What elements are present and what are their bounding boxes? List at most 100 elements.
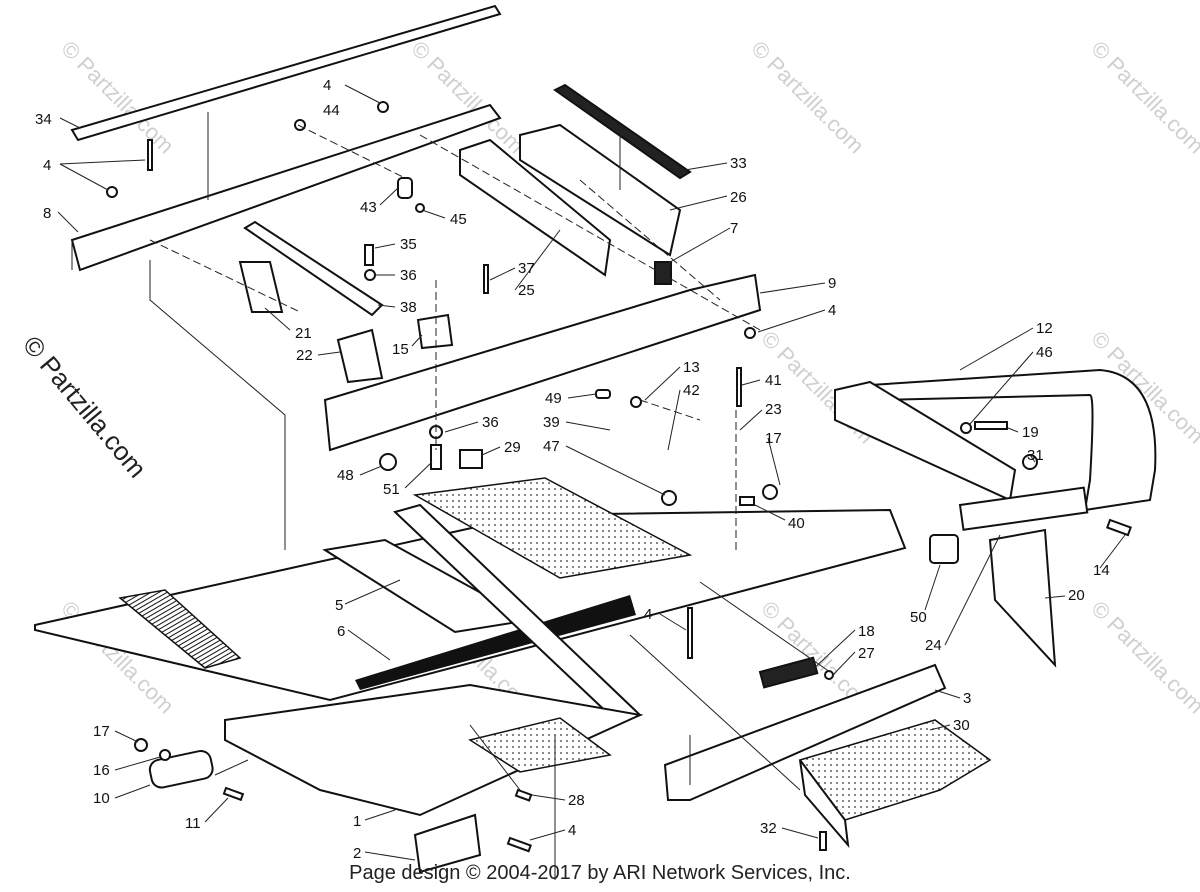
part-33-strip[interactable] <box>553 83 692 180</box>
callout-6[interactable]: 6 <box>337 623 345 640</box>
part-grip-pad-front[interactable] <box>118 589 242 669</box>
callout-32[interactable]: 32 <box>760 820 777 837</box>
callout-49[interactable]: 49 <box>545 390 562 407</box>
callout-8[interactable]: 8 <box>43 205 51 222</box>
part-20-flap[interactable] <box>988 528 1057 668</box>
callout-27[interactable]: 27 <box>858 645 875 662</box>
callout-22[interactable]: 22 <box>296 347 313 364</box>
part-41-rivet[interactable] <box>736 367 742 407</box>
callout-48[interactable]: 48 <box>337 467 354 484</box>
part-34-strip[interactable] <box>70 4 502 142</box>
callout-1[interactable]: 1 <box>353 813 361 830</box>
part-26-rail[interactable] <box>519 123 682 257</box>
part-8-rail[interactable] <box>70 103 502 272</box>
callout-26[interactable]: 26 <box>730 189 747 206</box>
part-46-washer[interactable] <box>960 422 972 434</box>
part-27-screw[interactable] <box>824 670 834 680</box>
part-37-rivet[interactable] <box>483 264 489 294</box>
callout-3[interactable]: 3 <box>963 690 971 707</box>
part-grip-pad-rear[interactable] <box>412 477 693 579</box>
callout-19[interactable]: 19 <box>1022 424 1039 441</box>
part-22-bracket[interactable] <box>336 328 384 384</box>
part-35-bolt[interactable] <box>364 244 374 266</box>
callout-35[interactable]: 35 <box>400 236 417 253</box>
part-4-washer[interactable] <box>106 186 118 198</box>
callout-12[interactable]: 12 <box>1036 320 1053 337</box>
callout-23[interactable]: 23 <box>765 401 782 418</box>
callout-4[interactable]: 4 <box>323 77 331 94</box>
part-29-label[interactable] <box>459 449 483 469</box>
part-51-bolt[interactable] <box>430 444 442 470</box>
part-11-screw[interactable] <box>222 786 245 802</box>
callout-45[interactable]: 45 <box>450 211 467 228</box>
callout-18[interactable]: 18 <box>858 623 875 640</box>
callout-43[interactable]: 43 <box>360 199 377 216</box>
callout-14[interactable]: 14 <box>1093 562 1110 579</box>
part-3-step[interactable] <box>663 663 947 801</box>
part-4-rivet[interactable] <box>687 607 693 659</box>
callout-9[interactable]: 9 <box>828 275 836 292</box>
callout-4[interactable]: 4 <box>828 302 836 319</box>
callout-11[interactable]: 11 <box>185 815 201 832</box>
part-21-bracket[interactable] <box>238 261 284 313</box>
callout-40[interactable]: 40 <box>788 515 805 532</box>
part-32-screw[interactable] <box>819 831 827 851</box>
callout-46[interactable]: 46 <box>1036 344 1053 361</box>
callout-4[interactable]: 4 <box>568 822 576 839</box>
callout-2[interactable]: 2 <box>353 845 361 862</box>
callout-16[interactable]: 16 <box>93 762 110 779</box>
part-14-screw[interactable] <box>1105 518 1132 537</box>
part-19-bolt[interactable] <box>974 421 1008 430</box>
part-4-washer[interactable] <box>744 327 756 339</box>
part-1-floor[interactable] <box>224 683 644 817</box>
part-10-block[interactable] <box>148 749 214 789</box>
callout-41[interactable]: 41 <box>765 372 782 389</box>
callout-15[interactable]: 15 <box>392 341 409 358</box>
part-36-washer[interactable] <box>364 269 376 281</box>
part-4-washer[interactable] <box>377 101 389 113</box>
callout-17[interactable]: 17 <box>765 430 782 447</box>
part-15-bracket[interactable] <box>416 313 454 350</box>
callout-34[interactable]: 34 <box>35 111 52 128</box>
callout-25[interactable]: 25 <box>518 282 535 299</box>
callout-17[interactable]: 17 <box>93 723 110 740</box>
part-25-rail[interactable] <box>459 138 612 277</box>
part-12-bumper[interactable] <box>868 368 1157 512</box>
part-bumper-tube[interactable] <box>958 486 1089 531</box>
part-2-plate[interactable] <box>413 813 482 874</box>
callout-5[interactable]: 5 <box>335 597 343 614</box>
callout-7[interactable]: 7 <box>730 220 738 237</box>
callout-24[interactable]: 24 <box>925 637 942 654</box>
part-17-nut[interactable] <box>762 484 778 500</box>
callout-28[interactable]: 28 <box>568 792 585 809</box>
part-40-clip[interactable] <box>739 496 755 506</box>
callout-44[interactable]: 44 <box>323 102 340 119</box>
callout-29[interactable]: 29 <box>504 439 521 456</box>
part-47-grommet[interactable] <box>661 490 677 506</box>
callout-4[interactable]: 4 <box>43 157 51 174</box>
callout-47[interactable]: 47 <box>543 438 560 455</box>
callout-30[interactable]: 30 <box>953 717 970 734</box>
callout-33[interactable]: 33 <box>730 155 747 172</box>
callout-21[interactable]: 21 <box>295 325 312 342</box>
part-12-bracket[interactable] <box>834 380 1017 502</box>
part-6-decal[interactable] <box>355 595 636 690</box>
part-28-screw[interactable] <box>514 788 533 802</box>
callout-36[interactable]: 36 <box>400 267 417 284</box>
callout-50[interactable]: 50 <box>910 609 927 626</box>
callout-39[interactable]: 39 <box>543 414 560 431</box>
part-44-washer[interactable] <box>294 119 306 131</box>
part-16-washer[interactable] <box>159 749 171 761</box>
part-48-spacer[interactable] <box>379 453 397 471</box>
callout-31[interactable]: 31 <box>1027 447 1044 464</box>
part-50-cap[interactable] <box>929 534 959 564</box>
callout-38[interactable]: 38 <box>400 299 417 316</box>
callout-51[interactable]: 51 <box>383 481 400 498</box>
callout-36[interactable]: 36 <box>482 414 499 431</box>
part-4-screw[interactable] <box>506 836 532 853</box>
callout-4[interactable]: 4 <box>644 606 652 623</box>
callout-37[interactable]: 37 <box>518 260 535 277</box>
callout-13[interactable]: 13 <box>683 359 700 376</box>
part-43-mount[interactable] <box>397 177 413 199</box>
callout-42[interactable]: 42 <box>683 382 700 399</box>
